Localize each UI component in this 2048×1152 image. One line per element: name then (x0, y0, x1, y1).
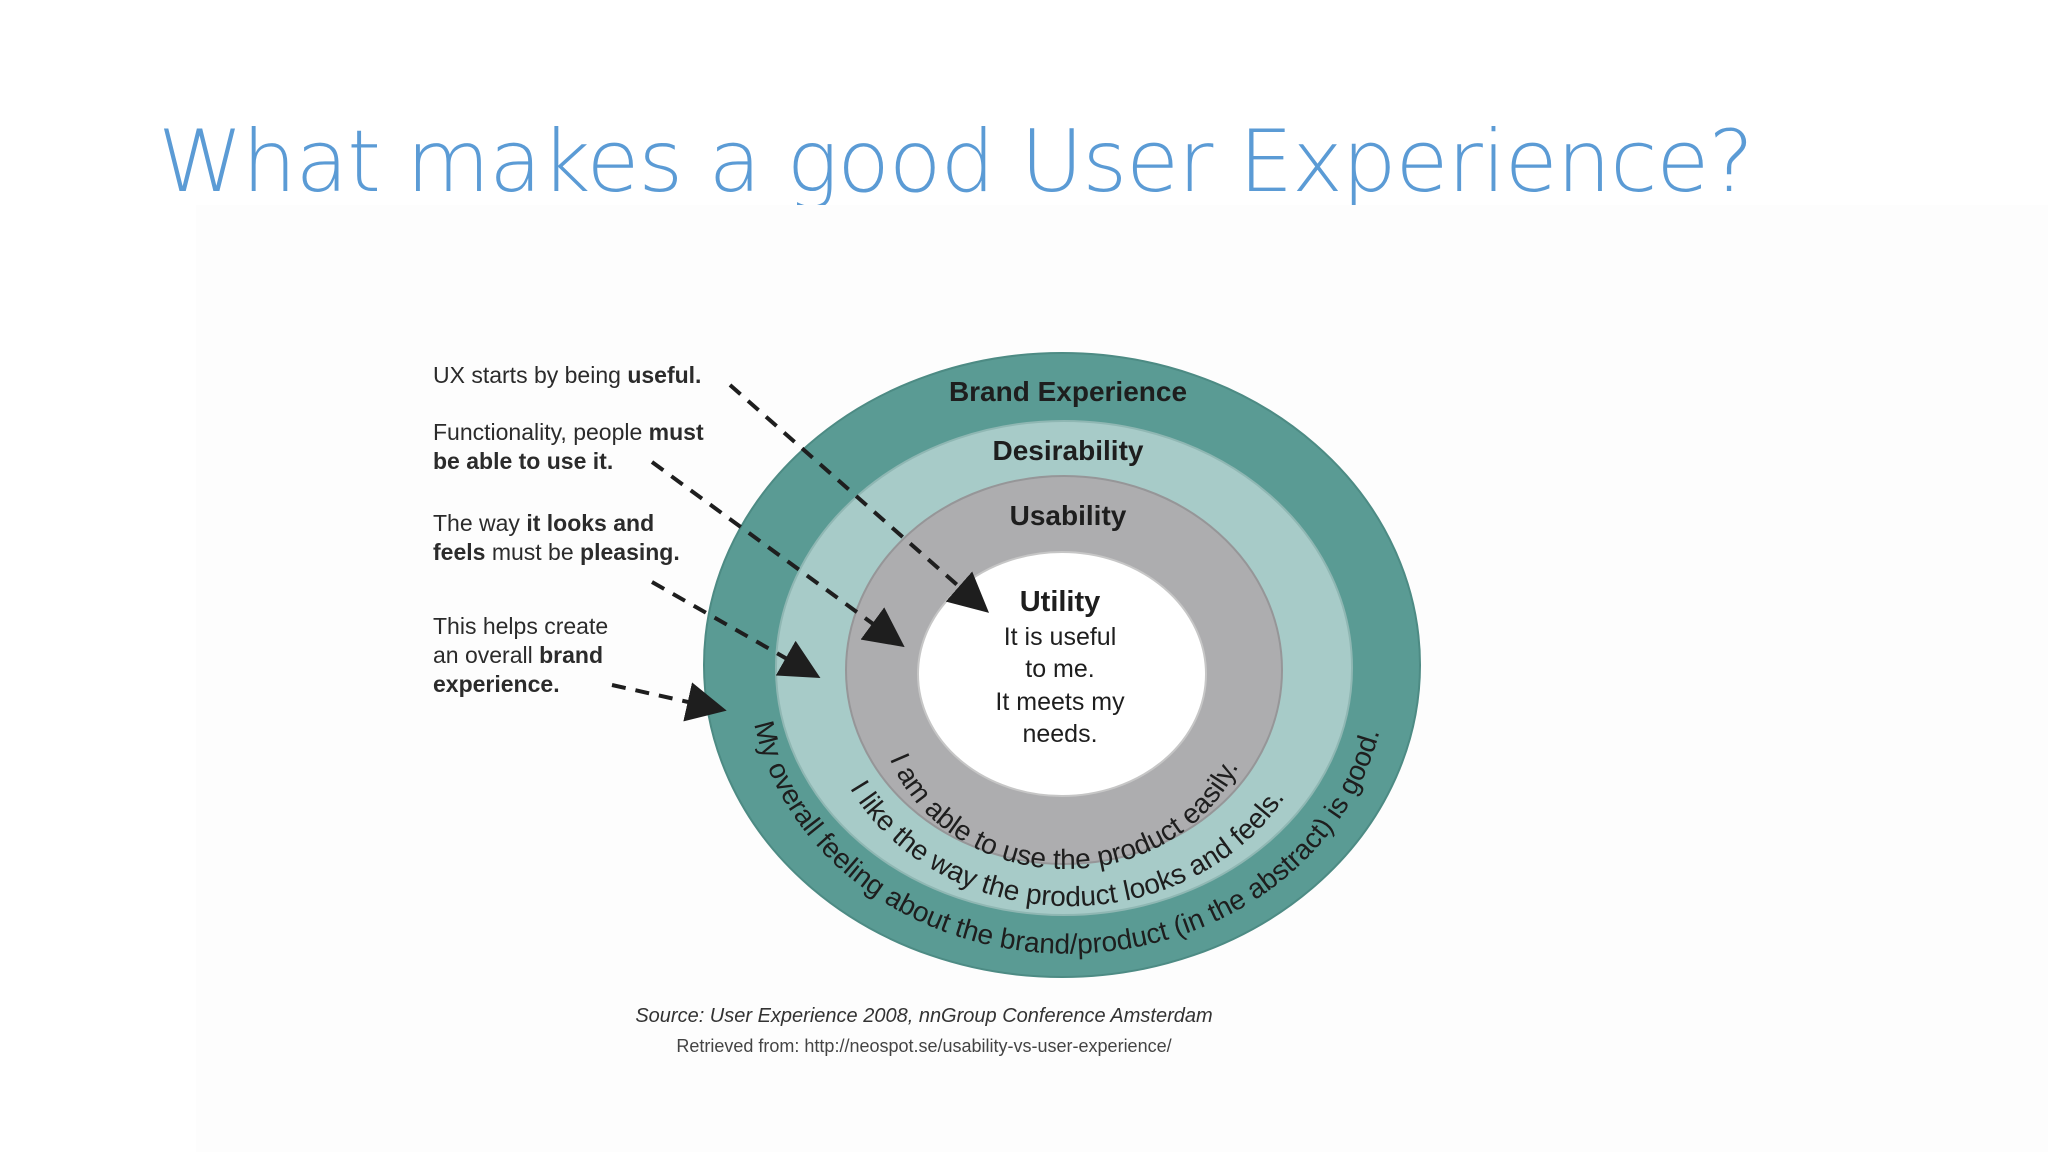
note-looks-feels: The way it looks and feels must be pleas… (433, 510, 680, 565)
utility-line-3: It meets my (995, 688, 1125, 716)
usability-label: Usability (1010, 500, 1127, 531)
brand-experience-label: Brand Experience (949, 376, 1187, 407)
slide-title: What makes a good User Experience? (158, 112, 1754, 212)
note-brand: This helps create an overall brand exper… (433, 613, 615, 697)
utility-line-4: needs. (1022, 720, 1097, 748)
desirability-label: Desirability (993, 435, 1144, 466)
arrow-useful (728, 383, 990, 613)
arrow-desirability (651, 580, 821, 678)
note-useful: UX starts by being useful. (433, 362, 701, 388)
utility-line-2: to me. (1025, 655, 1094, 683)
retrieved-from: Retrieved from: http://neospot.se/usabil… (676, 1036, 1171, 1056)
source-citation: Source: User Experience 2008, nnGroup Co… (635, 1005, 1212, 1027)
utility-core (917, 551, 1207, 797)
arrow-brand (611, 682, 727, 722)
arrow-usability (650, 460, 905, 648)
utility-line-1: It is useful (1004, 623, 1117, 651)
utility-label: Utility (1020, 586, 1101, 618)
note-functionality: Functionality, people must be able to us… (433, 419, 710, 474)
